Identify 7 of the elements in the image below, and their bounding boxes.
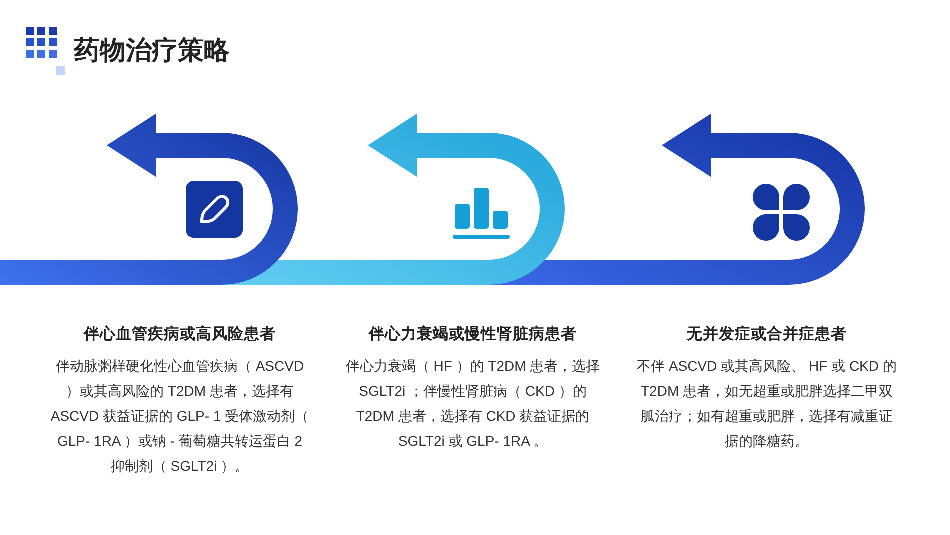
column-heading: 伴心血管疾病或高风险患者 [82,324,277,345]
column-heading: 伴心力衰竭或慢性肾脏病患者 [368,324,578,345]
description-text: 伴动脉粥样硬化性心血管疾病（ ASCVD ）或其高风险的 T2DM 患者，选择有 ASCVD 获益证据的 GLP- 1 受体激动剂（ GLP- 1RA ）或钠 - 葡萄糖共转运蛋白 2 抑制剂（ SGLT2i ）。 [50,357,310,476]
title: 药物治疗策略 [74,34,230,67]
description-text: 伴心力衰竭（ HF ）的 T2DM 患者，选择SGLT2i ；伴慢性肾脏病（ CKD ）的T2DM 患者，选择有 CKD 获益证据的SGLT2i 或 GLP- 1RA 。 [344,357,602,451]
description-text: 不伴 ASCVD 或其高风险、 HF 或 CKD 的T2DM 患者，如无超重或肥胖选择二甲双胍治疗；如有超重或肥胖，选择有减重证据的降糖药。 [636,357,898,451]
column-heading: 无并发症或合并症患者 [686,324,848,345]
